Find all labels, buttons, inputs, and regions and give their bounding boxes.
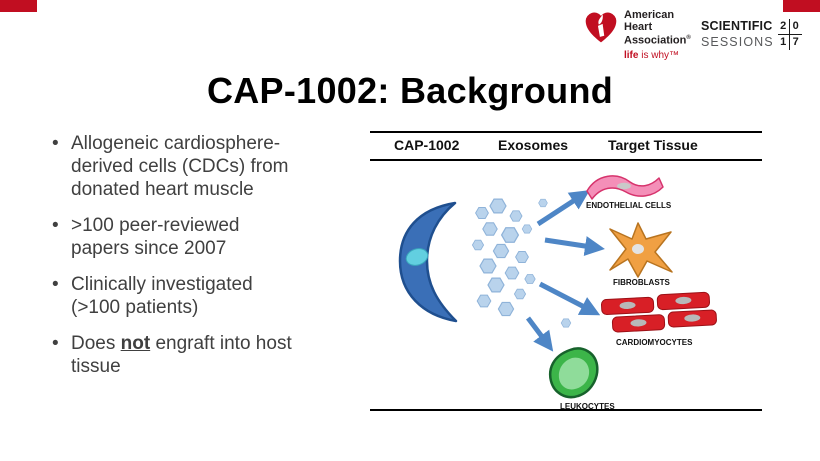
aha-name-line2: Heart — [624, 20, 653, 33]
arrow-to-endothelial-icon — [536, 190, 590, 227]
arrow-to-cardiomyocytes-icon — [538, 281, 601, 316]
corner-bar-right — [783, 0, 820, 12]
fibroblasts-icon — [609, 222, 673, 278]
year-digit: 2 — [777, 19, 790, 35]
scientific-label: SCIENTIFIC — [701, 19, 773, 33]
year-digit: 7 — [792, 36, 799, 48]
aha-name-line1: American — [624, 9, 675, 21]
year-digit: 0 — [789, 19, 802, 35]
arrow-to-leukocytes-icon — [526, 316, 554, 352]
diagram-panel: CAP-1002 Exosomes Target Tissue — [370, 131, 762, 411]
heart-torch-icon — [585, 12, 617, 43]
aha-name-line3: Association® — [624, 34, 691, 47]
fibroblasts-label: FIBROBLASTS — [613, 278, 671, 287]
exosomes-icon — [471, 198, 572, 328]
aha-logo: American Heart Association® life is why™ — [583, 9, 691, 62]
bullet-item-papers: >100 peer-reviewed papers since 2007 — [50, 214, 355, 260]
diagram-canvas: ENDOTHELIAL CELLS FIBROBLASTS CARDIOMYOC… — [398, 175, 717, 411]
endothelial-cells-icon — [586, 175, 664, 200]
sessions-logo: SCIENTIFIC SESSIONS 2 0 1 7 — [701, 19, 802, 50]
cardiomyocytes-label: CARDIOMYOCYTES — [616, 338, 693, 347]
year-digit: 1 — [778, 35, 790, 50]
bullet-item-clinical: Clinically investigated (>100 patients) — [50, 273, 355, 319]
bullet-item-allogeneic: Allogeneic cardiosphere- derived cells (… — [50, 132, 355, 201]
year-grid: 2 0 1 7 — [777, 19, 802, 50]
sessions-wordmark: SCIENTIFIC SESSIONS — [701, 19, 774, 49]
sessions-label: SESSIONS — [701, 35, 774, 49]
bullet-list: Allogeneic cardiosphere- derived cells (… — [50, 132, 355, 391]
slide-title: CAP-1002: Background — [206, 70, 614, 111]
aha-tagline: life is why™ — [624, 50, 680, 62]
arrows — [526, 190, 605, 352]
registered-mark: ® — [686, 35, 691, 41]
corner-bar-left — [0, 0, 37, 12]
cdc-cell-icon — [398, 201, 458, 323]
diagram-header-target-tissue: Target Tissue — [608, 137, 698, 153]
diagram-header-cap1002: CAP-1002 — [394, 137, 460, 153]
not-emphasis: not — [120, 333, 151, 354]
aha-name: American Heart Association® life is why™ — [624, 9, 691, 62]
leukocytes-label: LEUKOCYTES — [560, 402, 615, 411]
leukocytes-icon — [549, 347, 599, 399]
diagram-header: CAP-1002 Exosomes Target Tissue — [370, 133, 762, 161]
arrow-to-fibroblasts-icon — [544, 236, 605, 256]
diagram-header-exosomes: Exosomes — [498, 137, 569, 153]
cardiomyocytes-icon — [600, 291, 717, 333]
endothelial-cells-label: ENDOTHELIAL CELLS — [586, 201, 672, 210]
bullet-item-engraft: Does not engraft into host tissue — [50, 332, 355, 378]
